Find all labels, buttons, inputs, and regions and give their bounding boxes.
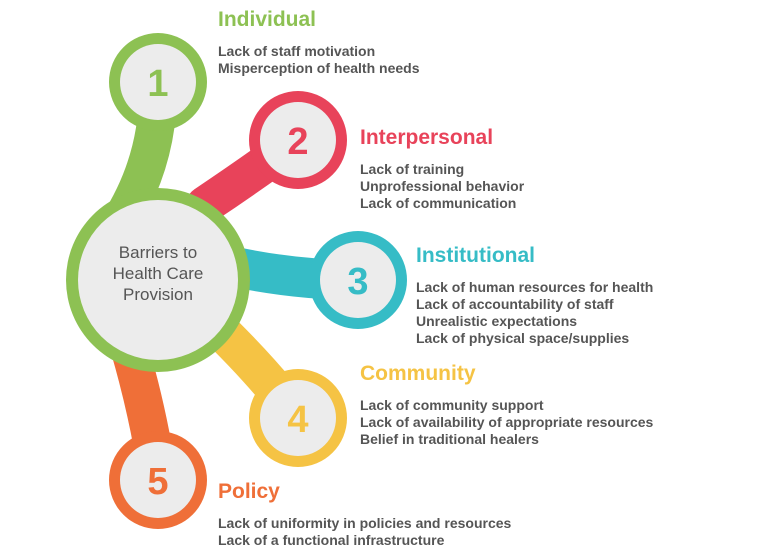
node-number-3: 3: [347, 261, 368, 303]
node-2: 2: [249, 91, 347, 189]
category-interpersonal: Interpersonal Lack of training Unprofess…: [360, 126, 524, 212]
list-item: Lack of a functional infrastructure: [218, 532, 445, 548]
node-1: 1: [109, 33, 207, 131]
category-items: Lack of community support Lack of availa…: [360, 397, 653, 448]
node-number-5: 5: [147, 461, 168, 503]
list-item: Lack of physical space/supplies: [416, 330, 630, 346]
list-item: Unprofessional behavior: [360, 178, 525, 194]
category-title: Individual: [218, 8, 317, 31]
category-policy: Policy Lack of uniformity in policies an…: [218, 480, 511, 549]
list-item: Lack of training: [360, 161, 465, 177]
category-items: Lack of training Unprofessional behavior…: [360, 161, 524, 212]
node-number-1: 1: [147, 63, 168, 105]
center-line-1: Barriers to: [118, 243, 198, 262]
category-title: Community: [360, 362, 476, 385]
category-title: Interpersonal: [360, 126, 494, 149]
list-item: Lack of availability of appropriate reso…: [360, 414, 654, 430]
node-5: 5: [109, 431, 207, 529]
category-community: Community Lack of community support Lack…: [360, 362, 653, 448]
category-individual: Individual Lack of staff motivation Misp…: [218, 8, 419, 77]
node-number-2: 2: [287, 121, 308, 163]
list-item: Unrealistic expectations: [416, 313, 578, 329]
category-title: Policy: [218, 480, 280, 503]
node-3: 3: [309, 231, 407, 329]
center-line-3: Provision: [123, 285, 193, 304]
category-title: Institutional: [416, 244, 535, 267]
node-4: 4: [249, 369, 347, 467]
center-label: Barriers to Health Care Provision: [88, 242, 228, 305]
list-item: Belief in traditional healers: [360, 431, 539, 447]
center-disc: [78, 200, 238, 360]
list-item: Lack of accountability of staff: [416, 296, 614, 312]
category-items: Lack of uniformity in policies and resou…: [218, 515, 511, 549]
category-institutional: Institutional Lack of human resources fo…: [416, 244, 653, 347]
list-item: Lack of communication: [360, 195, 517, 211]
list-item: Lack of staff motivation: [218, 43, 376, 59]
category-items: Lack of human resources for health Lack …: [416, 279, 653, 347]
node-number-4: 4: [287, 399, 308, 441]
center-line-2: Health Care: [112, 264, 204, 283]
list-item: Lack of community support: [360, 397, 544, 413]
list-item: Lack of human resources for health: [416, 279, 654, 295]
category-items: Lack of staff motivation Misperception o…: [218, 43, 419, 77]
list-item: Misperception of health needs: [218, 60, 420, 76]
list-item: Lack of uniformity in policies and resou…: [218, 515, 512, 531]
